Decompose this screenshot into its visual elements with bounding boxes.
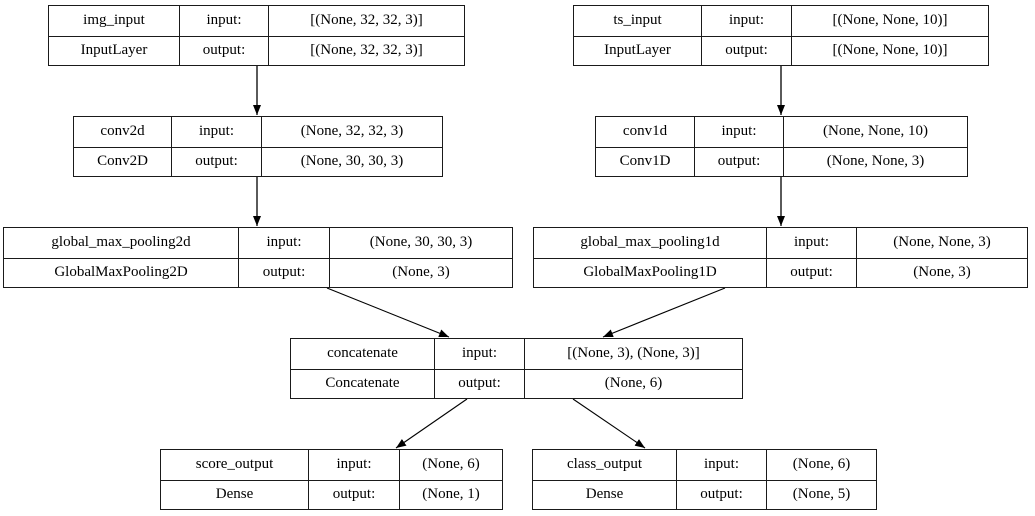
layer-class: Concatenate <box>291 368 434 399</box>
input-shape: (None, None, 3) <box>856 228 1027 258</box>
output-label: output: <box>179 35 268 65</box>
input-label: input: <box>694 117 783 147</box>
layer-name: conv1d <box>622 123 668 140</box>
edge-gmp2d-concatenate <box>326 287 450 338</box>
layer-name: global_max_pooling2d <box>51 234 191 251</box>
input-label: input: <box>171 117 261 147</box>
layer-name: concatenate <box>327 345 398 362</box>
input-shape: (None, None, 10) <box>783 117 967 147</box>
layer-node-class_output: class_output input: (None, 6) Dense outp… <box>532 449 877 510</box>
input-label: input: <box>238 228 329 258</box>
layer-node-global_max_pooling2d: global_max_pooling2d input: (None, 30, 3… <box>3 227 513 288</box>
input-shape: (None, 6) <box>766 450 876 480</box>
output-label: output: <box>308 479 399 509</box>
input-shape: (None, 30, 30, 3) <box>329 228 512 258</box>
output-shape: [(None, 32, 32, 3)] <box>268 35 464 65</box>
layer-node-img_input: img_input input: [(None, 32, 32, 3)] Inp… <box>48 5 465 66</box>
output-label: output: <box>434 368 524 398</box>
input-label: input: <box>701 6 791 36</box>
input-label: input: <box>434 339 524 369</box>
output-label: output: <box>676 479 766 509</box>
layer-node-global_max_pooling1d: global_max_pooling1d input: (None, None,… <box>533 227 1028 288</box>
layer-node-conv1d: conv1d input: (None, None, 10) Conv1D ou… <box>595 116 968 177</box>
edge-concatenate-score_output <box>395 398 468 449</box>
layer-node-concatenate: concatenate input: [(None, 3), (None, 3)… <box>290 338 743 399</box>
edge-gmp1d-concatenate <box>602 287 726 338</box>
output-shape: (None, None, 3) <box>783 146 967 176</box>
output-shape: [(None, None, 10)] <box>791 35 988 65</box>
output-label: output: <box>766 257 856 287</box>
layer-class: InputLayer <box>574 35 701 66</box>
input-shape: (None, 6) <box>399 450 502 480</box>
layer-node-score_output: score_output input: (None, 6) Dense outp… <box>160 449 503 510</box>
output-shape: (None, 5) <box>766 479 876 509</box>
edge-concatenate-class_output <box>572 398 646 449</box>
layer-class: GlobalMaxPooling1D <box>534 257 766 288</box>
layer-node-conv2d: conv2d input: (None, 32, 32, 3) Conv2D o… <box>73 116 443 177</box>
output-shape: (None, 30, 30, 3) <box>261 146 442 176</box>
layer-name: img_input <box>83 12 145 29</box>
output-shape: (None, 3) <box>329 257 512 287</box>
input-shape: [(None, 32, 32, 3)] <box>268 6 464 36</box>
layer-class: InputLayer <box>49 35 179 66</box>
input-label: input: <box>308 450 399 480</box>
layer-class: Dense <box>533 479 676 510</box>
output-label: output: <box>694 146 783 176</box>
input-label: input: <box>676 450 766 480</box>
input-shape: [(None, 3), (None, 3)] <box>524 339 742 369</box>
input-shape: (None, 32, 32, 3) <box>261 117 442 147</box>
layer-name: global_max_pooling1d <box>580 234 720 251</box>
output-label: output: <box>171 146 261 176</box>
layer-class: Dense <box>161 479 308 510</box>
input-label: input: <box>179 6 268 36</box>
layer-name: conv2d <box>100 123 145 140</box>
input-shape: [(None, None, 10)] <box>791 6 988 36</box>
input-label: input: <box>766 228 856 258</box>
output-shape: (None, 3) <box>856 257 1027 287</box>
layer-class: Conv1D <box>596 146 694 177</box>
layer-class: Conv2D <box>74 146 171 177</box>
layer-name: ts_input <box>613 12 662 29</box>
layer-class: GlobalMaxPooling2D <box>4 257 238 288</box>
output-label: output: <box>238 257 329 287</box>
output-shape: (None, 1) <box>399 479 502 509</box>
layer-name: class_output <box>567 456 642 473</box>
layer-node-ts_input: ts_input input: [(None, None, 10)] Input… <box>573 5 989 66</box>
output-label: output: <box>701 35 791 65</box>
layer-name: score_output <box>195 456 274 473</box>
output-shape: (None, 6) <box>524 368 742 398</box>
